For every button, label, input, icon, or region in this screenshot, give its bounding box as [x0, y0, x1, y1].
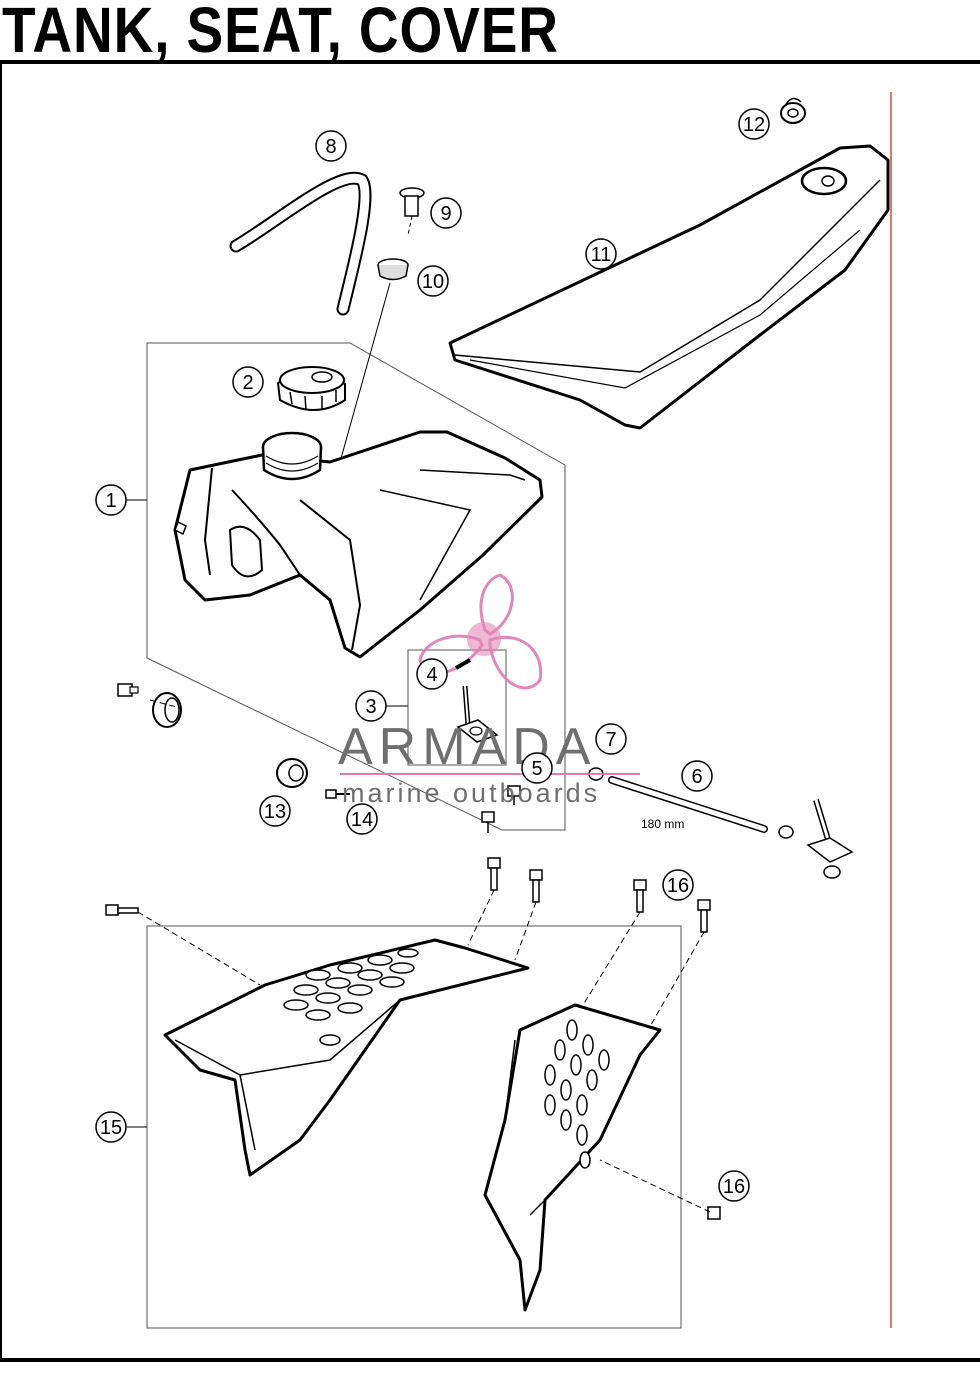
- callout-5-label: 5: [531, 758, 542, 780]
- screw-leader-lines: [137, 699, 711, 1213]
- callout-15: 15: [95, 1111, 127, 1143]
- tank-rubber-bushing-left: [152, 692, 182, 728]
- callout-13-label: 13: [264, 801, 286, 823]
- callout-6: 6: [681, 760, 713, 792]
- page-title: TANK, SEAT, COVER: [2, 0, 559, 66]
- callout-5: 5: [521, 752, 553, 784]
- vent-valve: [399, 187, 425, 236]
- petcock-group-frame: [407, 649, 507, 766]
- fuel-tap: [455, 658, 499, 743]
- callout-leaders: [126, 499, 408, 1128]
- fuel-cap: [276, 366, 346, 411]
- callout-11: 11: [585, 238, 617, 270]
- fuel-tap-outlet: [806, 799, 854, 879]
- callout-9: 9: [430, 197, 462, 229]
- dimension-label: 180 mm: [641, 817, 684, 831]
- callout-8-label: 8: [325, 136, 336, 158]
- fuel-tank: [173, 430, 544, 659]
- tank-cover-right: [483, 1003, 662, 1312]
- callout-7-label: 7: [605, 729, 616, 751]
- callout-10: 10: [417, 265, 449, 297]
- collar-bushing-14: [325, 789, 350, 799]
- callout-13: 13: [259, 795, 291, 827]
- callout-1-label: 1: [105, 490, 116, 512]
- callout-3: 3: [355, 690, 387, 722]
- tank-group-frame: [146, 342, 566, 831]
- seat: [448, 144, 890, 430]
- callout-16b-label: 16: [723, 1176, 745, 1198]
- fuel-line: [608, 776, 768, 833]
- callout-9-label: 9: [440, 203, 451, 225]
- callout-4-label: 4: [426, 664, 437, 686]
- tank-bolt-left: [117, 683, 139, 697]
- callout-12: 12: [738, 108, 770, 140]
- callout-6-label: 6: [691, 766, 702, 788]
- valve-rubber: [339, 258, 409, 463]
- callout-2: 2: [232, 366, 264, 398]
- callout-10-label: 10: [422, 271, 444, 293]
- callout-14: 14: [346, 803, 378, 835]
- callout-8: 8: [315, 130, 347, 162]
- callout-12-label: 12: [743, 114, 765, 136]
- callout-11-label: 11: [591, 244, 612, 266]
- callout-16-top: 16: [662, 869, 694, 901]
- callout-16a-label: 16: [667, 875, 689, 897]
- callout-7: 7: [595, 723, 627, 755]
- callout-3-label: 3: [365, 696, 376, 718]
- callouts: 1 2 3 4 5 6 7 8 9 10 11 12 13 14 15 16 1…: [95, 108, 770, 1202]
- callout-14-label: 14: [351, 809, 373, 831]
- callout-15-label: 15: [100, 1117, 122, 1139]
- callout-1: 1: [95, 484, 127, 516]
- rubber-bushing-13: [276, 758, 308, 788]
- watermark-brand: ARMADA: [338, 718, 596, 776]
- watermark-logo: [418, 573, 543, 690]
- watermark-tagline: marine outboards: [342, 778, 600, 808]
- tank-cover-left: [163, 938, 530, 1177]
- diagram-frame: [0, 60, 980, 1362]
- callout-16-bottom: 16: [718, 1170, 750, 1202]
- tank-screws: [481, 785, 521, 833]
- callout-2-label: 2: [242, 372, 253, 394]
- seat-fastener: [780, 97, 806, 124]
- callout-4: 4: [416, 658, 448, 690]
